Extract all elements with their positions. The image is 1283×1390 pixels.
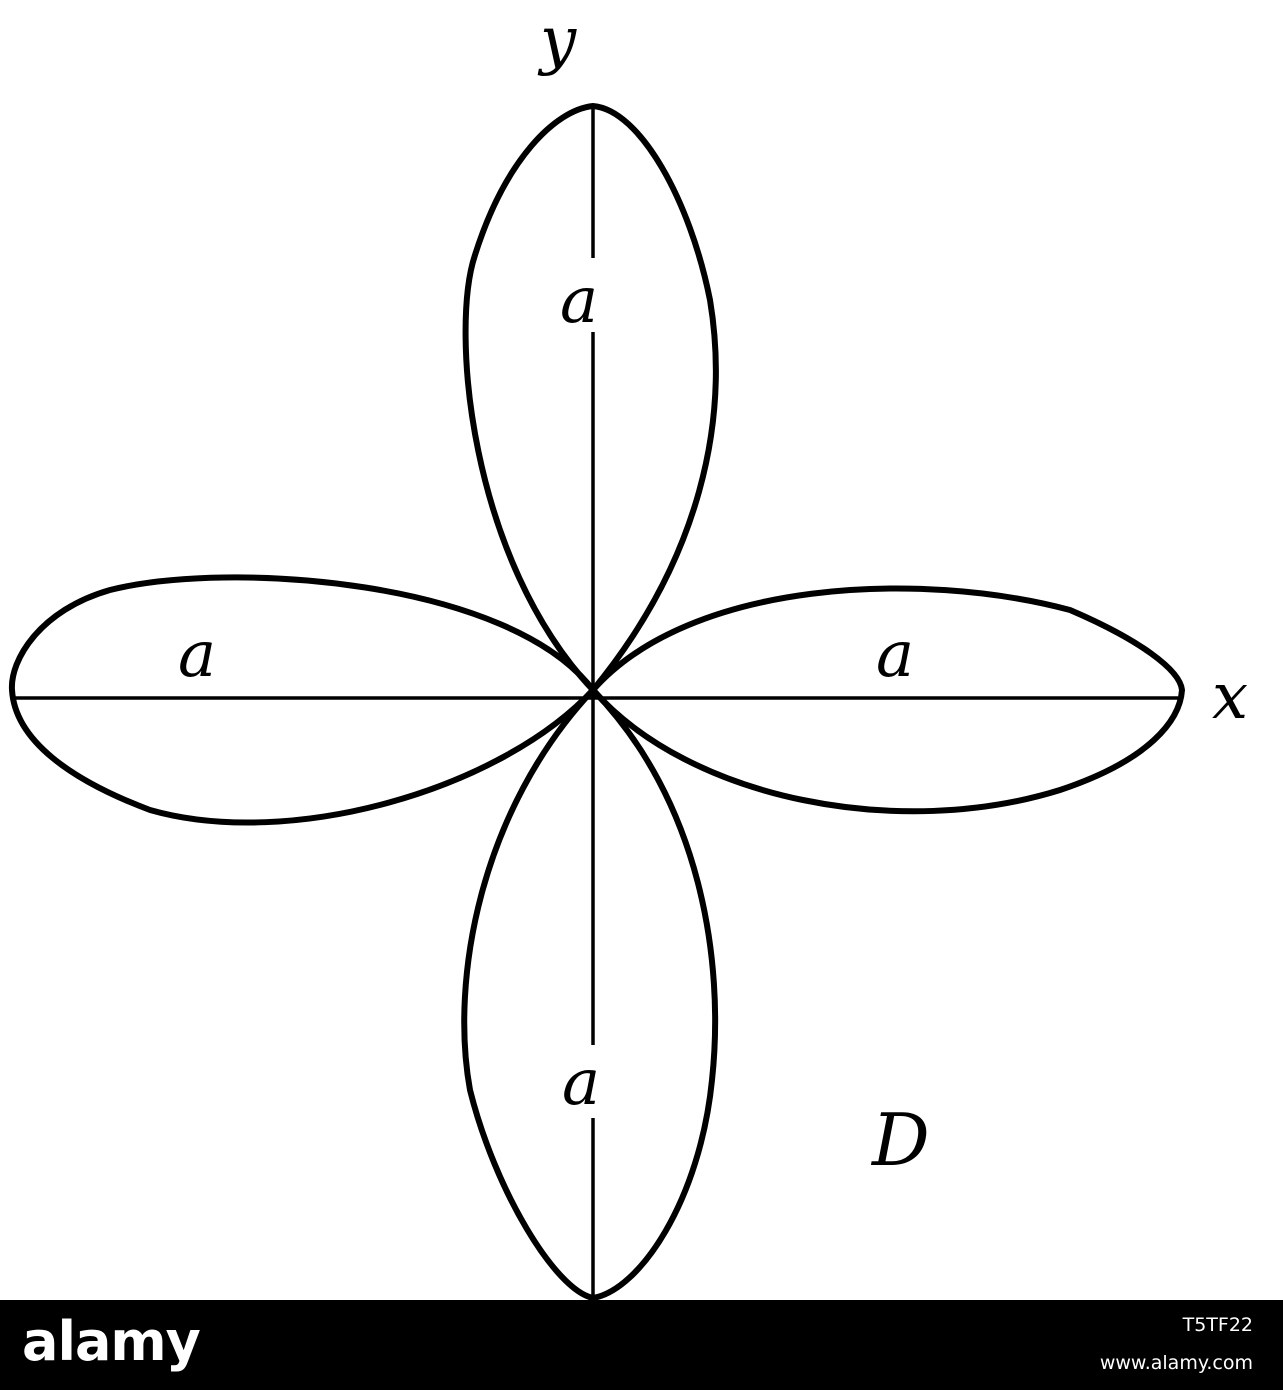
- petal-bottom: [461, 687, 719, 1300]
- petal-bottom-label: a: [562, 1046, 600, 1120]
- figure-label: D: [870, 1098, 930, 1182]
- petal-top-label: a: [560, 264, 598, 338]
- image-id-text: T5TF22: [1182, 1314, 1253, 1336]
- petal-right: [590, 585, 1185, 815]
- four-petal-rose-diagram: y x a a a a D: [8, 4, 1248, 1300]
- watermark-bar: alamy T5TF22 www.alamy.com: [0, 1300, 1283, 1390]
- site-url-text: www.alamy.com: [1099, 1352, 1253, 1374]
- petal-left: [8, 574, 596, 826]
- x-axis-label: x: [1212, 660, 1248, 734]
- petal-right-label: a: [876, 618, 914, 692]
- brand-logo: alamy: [22, 1310, 201, 1373]
- petal-left-label: a: [178, 618, 216, 692]
- y-axis-label: y: [537, 4, 577, 78]
- petal-top: [462, 103, 719, 693]
